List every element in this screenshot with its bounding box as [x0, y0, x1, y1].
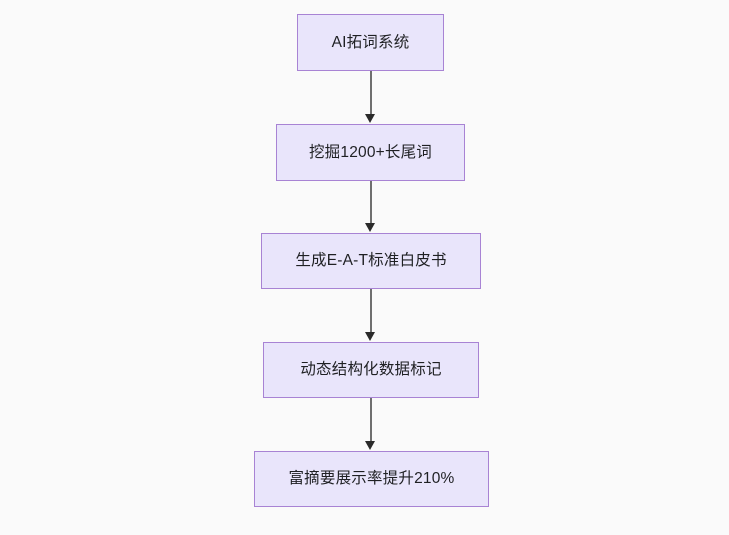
edge-node3-to-node4: [370, 289, 372, 333]
edge-node2-to-node3: [370, 181, 372, 224]
flowchart-node-generate-eat-whitepaper[interactable]: 生成E-A-T标准白皮书: [261, 233, 481, 289]
node-label: AI拓词系统: [331, 33, 410, 51]
arrowhead-node4: [365, 332, 375, 341]
arrowhead-node3: [365, 223, 375, 232]
flowchart-node-dynamic-structured-data-markup[interactable]: 动态结构化数据标记: [263, 342, 479, 398]
node-label: 动态结构化数据标记: [300, 361, 442, 379]
flowchart-node-ai-keyword-system[interactable]: AI拓词系统: [297, 14, 444, 71]
edge-node4-to-node5: [370, 398, 372, 442]
node-label: 挖掘1200+长尾词: [308, 143, 433, 161]
arrowhead-node2: [365, 114, 375, 123]
flowchart-node-rich-snippet-rate-increase[interactable]: 富摘要展示率提升210%: [254, 451, 489, 507]
node-label: 生成E-A-T标准白皮书: [295, 252, 447, 270]
node-label: 富摘要展示率提升210%: [288, 470, 455, 488]
flowchart-node-mine-longtail-keywords[interactable]: 挖掘1200+长尾词: [276, 124, 465, 181]
edge-node1-to-node2: [370, 71, 372, 115]
arrowhead-node5: [365, 441, 375, 450]
